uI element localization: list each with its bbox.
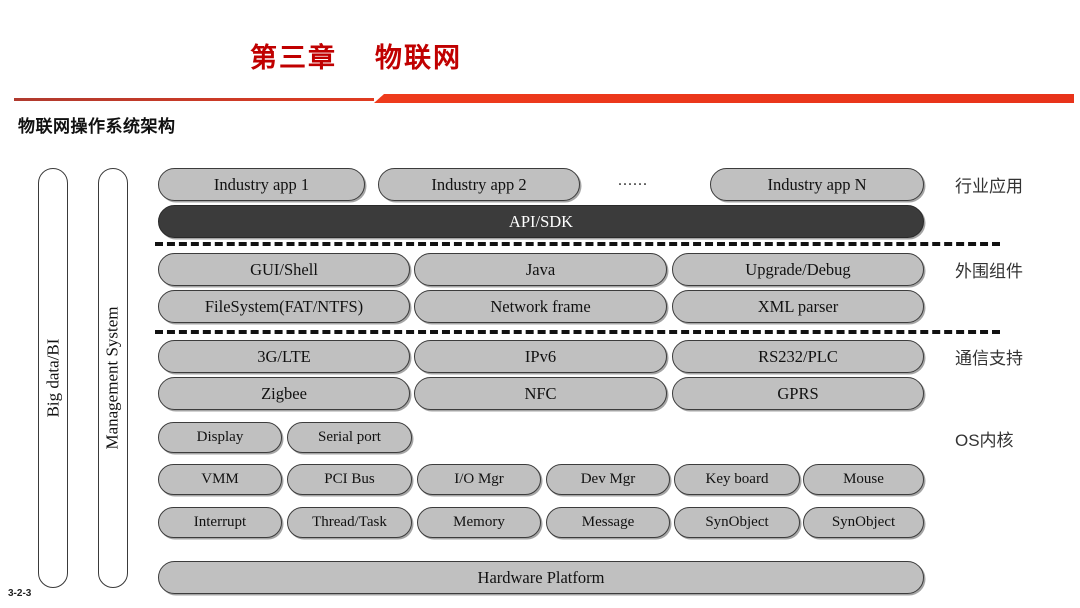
- pill-xml-parser[interactable]: XML parser: [672, 290, 924, 323]
- pill-syn-object-2[interactable]: SynObject: [803, 507, 924, 538]
- pill-ipv6[interactable]: IPv6: [414, 340, 667, 373]
- pill-mouse[interactable]: Mouse: [803, 464, 924, 495]
- pill-memory[interactable]: Memory: [417, 507, 541, 538]
- pill-industry-app-2[interactable]: Industry app 2: [378, 168, 580, 201]
- pill-nfc[interactable]: NFC: [414, 377, 667, 410]
- section-heading: 物联网操作系统架构: [18, 117, 176, 136]
- pill-dev-mgr[interactable]: Dev Mgr: [546, 464, 670, 495]
- pill-gprs[interactable]: GPRS: [672, 377, 924, 410]
- pill-io-mgr[interactable]: I/O Mgr: [417, 464, 541, 495]
- header-divider: [0, 92, 1080, 108]
- side-bar-label: Big data/BI: [43, 338, 63, 418]
- pill-3g-lte[interactable]: 3G/LTE: [158, 340, 410, 373]
- tier-label-communication-support: 通信支持: [955, 349, 1023, 368]
- pill-zigbee[interactable]: Zigbee: [158, 377, 410, 410]
- tier-label-peripheral-components: 外围组件: [955, 262, 1023, 281]
- side-bar-management-system: Management System: [98, 168, 128, 588]
- pill-display[interactable]: Display: [158, 422, 282, 453]
- side-bar-big-data: Big data/BI: [38, 168, 68, 588]
- pill-filesystem[interactable]: FileSystem(FAT/NTFS): [158, 290, 410, 323]
- pill-serial-port[interactable]: Serial port: [287, 422, 412, 453]
- pill-network-frame[interactable]: Network frame: [414, 290, 667, 323]
- pill-hardware-platform[interactable]: Hardware Platform: [158, 561, 924, 594]
- pill-vmm[interactable]: VMM: [158, 464, 282, 495]
- pill-pci-bus[interactable]: PCI Bus: [287, 464, 412, 495]
- side-bar-label: Management System: [103, 306, 122, 450]
- divider-dashed-peripheral: [155, 242, 1000, 246]
- pill-gui-shell[interactable]: GUI/Shell: [158, 253, 410, 286]
- ellipsis-label: ......: [618, 172, 648, 189]
- pill-syn-object-1[interactable]: SynObject: [674, 507, 800, 538]
- pill-java[interactable]: Java: [414, 253, 667, 286]
- pill-api-sdk[interactable]: API/SDK: [158, 205, 924, 238]
- divider-thick-segment: [374, 94, 1074, 103]
- pill-upgrade-debug[interactable]: Upgrade/Debug: [672, 253, 924, 286]
- divider-dashed-comms: [155, 330, 1000, 334]
- divider-thin-segment: [14, 98, 374, 101]
- page-title: 第三章 物联网: [250, 43, 463, 73]
- pill-key-board[interactable]: Key board: [674, 464, 800, 495]
- pill-rs232-plc[interactable]: RS232/PLC: [672, 340, 924, 373]
- tier-label-os-kernel: OS内核: [955, 431, 1014, 450]
- pill-industry-app-1[interactable]: Industry app 1: [158, 168, 365, 201]
- tier-label-industry-application: 行业应用: [955, 177, 1023, 196]
- page-number: 3-2-3: [8, 588, 32, 599]
- pill-industry-app-n[interactable]: Industry app N: [710, 168, 924, 201]
- architecture-diagram: Big data/BI Management System Industry a…: [0, 150, 1080, 608]
- pill-interrupt[interactable]: Interrupt: [158, 507, 282, 538]
- pill-thread-task[interactable]: Thread/Task: [287, 507, 412, 538]
- pill-message[interactable]: Message: [546, 507, 670, 538]
